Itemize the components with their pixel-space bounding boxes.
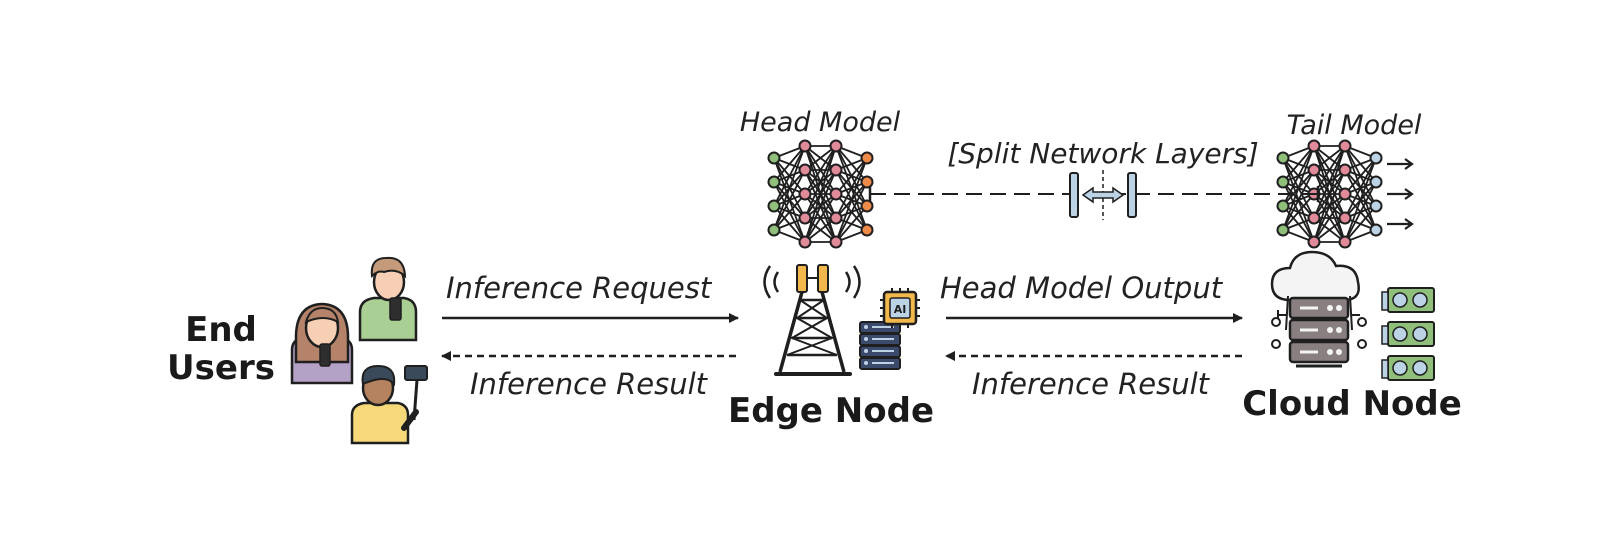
network-edge xyxy=(804,217,837,243)
network-edge xyxy=(773,193,806,231)
network-node xyxy=(798,163,812,177)
network-edge xyxy=(804,145,837,219)
network-edge xyxy=(773,145,806,183)
end-users-label-line1: End xyxy=(185,310,257,350)
split-handle-icon xyxy=(1069,170,1137,220)
cloud-node-label: Cloud Node xyxy=(1242,384,1462,424)
network-node xyxy=(1307,211,1321,225)
network-node xyxy=(829,235,843,249)
network-node xyxy=(1369,175,1383,189)
network-edge xyxy=(773,145,806,207)
network-node xyxy=(860,223,874,237)
network-edge xyxy=(835,157,868,195)
person-man-phone-icon xyxy=(358,256,418,342)
network-edge xyxy=(1313,145,1346,243)
network-output-arrow xyxy=(1387,218,1414,230)
network-node xyxy=(829,139,843,153)
network-edge xyxy=(804,145,837,195)
network-node xyxy=(829,187,843,201)
network-node xyxy=(798,235,812,249)
network-edge xyxy=(1313,217,1346,243)
network-edge xyxy=(804,145,837,243)
network-edge xyxy=(835,157,868,219)
network-node xyxy=(860,151,874,165)
network-node xyxy=(1338,187,1352,201)
network-node xyxy=(798,211,812,225)
network-node xyxy=(798,187,812,201)
network-edge xyxy=(835,181,868,243)
tail-model-network-icon xyxy=(1276,139,1414,249)
inference-result-left-label: Inference Result xyxy=(470,367,708,401)
network-edge xyxy=(1282,193,1315,231)
network-edge xyxy=(773,169,806,231)
network-node xyxy=(1338,211,1352,225)
network-node xyxy=(860,175,874,189)
network-node xyxy=(1276,223,1290,237)
network-node xyxy=(860,199,874,213)
split-network-layers-label: [Split Network Layers] xyxy=(947,137,1259,170)
network-edge xyxy=(1313,145,1346,171)
gpu-cards-icon xyxy=(1381,287,1435,381)
person-selfie-stick-icon xyxy=(350,364,428,445)
network-edge xyxy=(1313,193,1346,243)
edge-server-icon xyxy=(859,321,901,370)
inference-result-right-label: Inference Result xyxy=(972,367,1210,401)
network-edge xyxy=(1344,157,1377,219)
network-edge xyxy=(835,205,868,243)
head-model-label: Head Model xyxy=(739,107,901,138)
network-node xyxy=(767,199,781,213)
network-node xyxy=(1369,223,1383,237)
end-users-label-line2: Users xyxy=(167,348,275,388)
network-output-arrow xyxy=(1387,158,1414,170)
network-edge xyxy=(1344,157,1377,243)
network-node xyxy=(1276,175,1290,189)
network-edge xyxy=(1282,145,1315,183)
network-node xyxy=(767,151,781,165)
ai-chip-text: AI xyxy=(894,303,907,316)
cloud-server-icon xyxy=(1270,250,1367,368)
network-node xyxy=(1276,151,1290,165)
network-edge xyxy=(1344,157,1377,195)
network-output-arrow xyxy=(1387,188,1414,200)
network-node xyxy=(1276,199,1290,213)
network-edge xyxy=(1282,169,1315,231)
network-node xyxy=(1338,235,1352,249)
network-node xyxy=(1369,199,1383,213)
network-edge xyxy=(1344,205,1377,243)
network-edge xyxy=(804,145,837,171)
tail-model-label: Tail Model xyxy=(1286,110,1422,141)
head-model-output-label: Head Model Output xyxy=(940,271,1223,305)
network-edge xyxy=(804,193,837,243)
person-woman-phone-icon xyxy=(290,302,354,385)
network-node xyxy=(1338,139,1352,153)
edge-node-label: Edge Node xyxy=(727,391,935,431)
network-node xyxy=(767,223,781,237)
network-node xyxy=(1307,235,1321,249)
head-model-network-icon xyxy=(767,139,874,249)
network-node xyxy=(829,163,843,177)
ai-chip-icon: AI xyxy=(880,288,920,328)
network-node xyxy=(1307,139,1321,153)
network-edge xyxy=(835,157,868,243)
cell-tower-icon xyxy=(763,264,861,376)
network-edge xyxy=(1313,145,1346,219)
network-node xyxy=(798,139,812,153)
network-node xyxy=(1307,163,1321,177)
network-node xyxy=(1338,163,1352,177)
inference-request-label: Inference Request xyxy=(446,271,712,305)
network-node xyxy=(829,211,843,225)
network-node xyxy=(767,175,781,189)
network-edge xyxy=(804,169,837,243)
network-edge xyxy=(773,145,806,231)
network-node xyxy=(1369,151,1383,165)
network-edge xyxy=(1344,181,1377,243)
end-users-label: End Users xyxy=(167,311,275,387)
network-edge xyxy=(1282,145,1315,231)
network-edge xyxy=(1313,169,1346,243)
network-edge xyxy=(1282,145,1315,207)
